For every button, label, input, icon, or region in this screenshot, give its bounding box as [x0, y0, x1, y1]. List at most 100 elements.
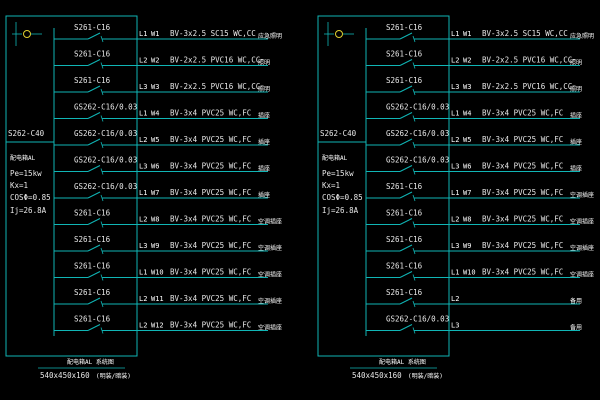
cable-spec-label: BV-3x4 PVC25 WC,FC	[482, 241, 563, 250]
load-label: 照明	[258, 86, 270, 93]
demand-factor-label: Kx=1	[10, 181, 28, 190]
wire-label: W1	[151, 30, 159, 38]
breaker-switch-icon	[87, 191, 101, 199]
ground-terminal-icon	[12, 22, 42, 46]
breaker-switch-icon	[87, 138, 101, 146]
wire-label: W9	[151, 242, 159, 250]
phase-label: L3	[139, 83, 147, 91]
cable-spec-label: BV-3x4 PVC25 WC,FC	[170, 162, 251, 171]
phase-label: L3	[139, 242, 147, 250]
footer-size: 540x450x160	[40, 371, 90, 380]
load-label: 空调插座	[258, 324, 282, 332]
breaker-switch-icon	[87, 59, 101, 66]
breaker-switch-icon	[399, 218, 413, 225]
wire-label: W9	[463, 242, 471, 250]
wire-label: W5	[463, 136, 471, 144]
demand-factor-label: Kx=1	[322, 181, 340, 190]
cable-spec-label: BV-3x4 PVC25 WC,FC	[482, 109, 563, 118]
breaker-switch-icon	[399, 32, 413, 40]
cable-spec-label: BV-3x4 PVC25 WC,FC	[170, 109, 251, 118]
cable-spec-label: BV-2x2.5 PVC16 WC,CC	[482, 82, 572, 91]
ground-terminal-icon	[324, 22, 354, 46]
breaker-switch-icon	[399, 59, 413, 66]
load-label: 应急照明	[570, 32, 594, 40]
cable-spec-label: BV-2x2.5 PVC16 WC,CC	[170, 56, 260, 65]
load-label: 插座	[570, 165, 582, 173]
phase-label: L1	[139, 189, 147, 197]
load-label: 应急照明	[258, 32, 282, 40]
phase-label: L2	[451, 57, 459, 65]
wire-label: W8	[463, 216, 471, 224]
phase-label: L1	[139, 269, 147, 277]
cable-spec-label: BV-3x4 PVC25 WC,FC	[170, 241, 251, 250]
breaker-switch-icon	[87, 324, 101, 331]
main-breaker-label: S262-C40	[320, 129, 357, 138]
phase-label: L2	[139, 136, 147, 144]
wire-label: W4	[151, 110, 159, 118]
cable-spec-label: BV-3x4 PVC25 WC,FC	[482, 162, 563, 171]
breaker-label: GS262-C16/0.03	[386, 129, 449, 138]
breaker-label: S261-C16	[386, 209, 423, 218]
wire-label: W1	[463, 30, 471, 38]
cable-spec-label: BV-3x2.5 SC15 WC,CC	[482, 29, 568, 38]
wire-label: W11	[151, 295, 164, 303]
breaker-label: S261-C16	[74, 76, 111, 85]
wire-label: W2	[151, 57, 159, 65]
wire-label: W2	[463, 57, 471, 65]
load-label: 空调插座	[570, 244, 594, 252]
phase-label: L3	[451, 322, 459, 330]
wire-label: W4	[463, 110, 471, 118]
phase-label: L3	[139, 163, 147, 171]
phase-label: L1	[139, 30, 147, 38]
load-label: 备用	[570, 324, 582, 332]
box-name-label: 配电箱AL	[322, 154, 348, 162]
wire-label: W5	[151, 136, 159, 144]
load-label: 插座	[570, 112, 582, 120]
load-label: 插座	[258, 165, 270, 173]
phase-label: L2	[451, 216, 459, 224]
current-label: Ij=26.8A	[322, 206, 359, 215]
breaker-switch-icon	[399, 324, 413, 331]
wire-label: W3	[463, 83, 471, 91]
phase-label: L2	[451, 136, 459, 144]
breaker-label: GS262-C16/0.03	[74, 156, 137, 165]
load-label: 空调插座	[258, 244, 282, 252]
phase-label: L1	[451, 189, 459, 197]
wire-label: W6	[151, 163, 159, 171]
cable-spec-label: BV-3x4 PVC25 WC,FC	[482, 215, 563, 224]
wire-label: W10	[151, 269, 164, 277]
cable-spec-label: BV-3x4 PVC25 WC,FC	[482, 135, 563, 144]
panel-2: S262-C40配电箱ALPe=15kwKx=1COSΦ=0.85Ij=26.8…	[317, 15, 594, 380]
breaker-label: S261-C16	[386, 288, 423, 297]
footer-title: 配电箱AL 系统图	[379, 358, 426, 366]
cable-spec-label: BV-2x2.5 PVC16 WC,CC	[482, 56, 572, 65]
wire-label: W12	[151, 322, 164, 330]
breaker-switch-icon	[87, 271, 101, 278]
load-label: 备用	[570, 297, 582, 305]
breaker-switch-icon	[399, 85, 413, 93]
breaker-label: S261-C16	[74, 209, 111, 218]
breaker-label: S261-C16	[386, 182, 423, 191]
phase-label: L3	[451, 83, 459, 91]
cable-spec-label: BV-3x2.5 SC15 WC,CC	[170, 29, 256, 38]
breaker-label: GS262-C16/0.03	[386, 315, 449, 324]
breaker-switch-icon	[399, 191, 413, 199]
